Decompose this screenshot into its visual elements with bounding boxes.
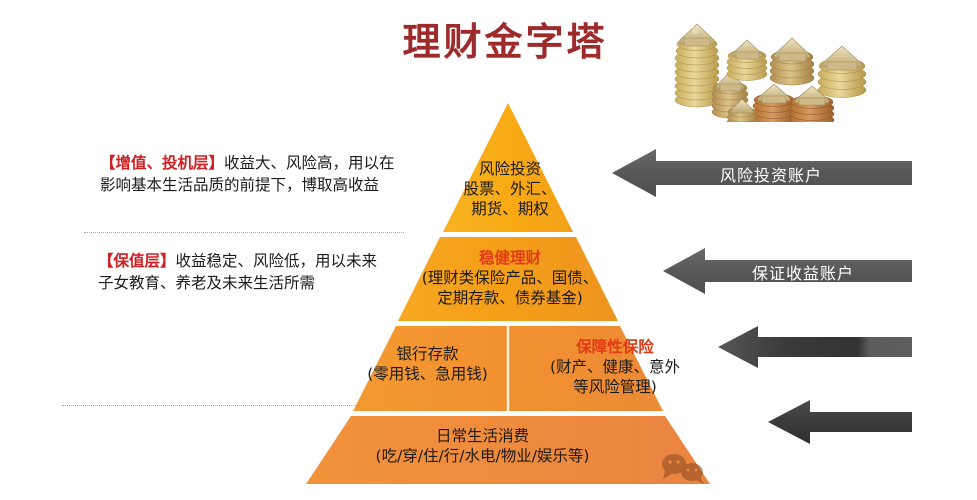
financial-pyramid-graphic [240,96,785,491]
arrow-guaranteed-income-label: 保证收益账户 [752,264,855,283]
arrow-fourth [768,398,912,446]
arrow-guaranteed-income: 保证收益账户 [663,245,912,297]
divider-dotted-lower [62,405,362,406]
arrow-risk-investment-label: 风险投资账户 [720,166,823,185]
wechat-logo-watermark [655,452,711,484]
divider-dotted-upper [84,232,404,233]
arrow-third [718,323,912,371]
annotation-speculation: 【增值、投机层】收益大、风险高，用以在影响基本生活品质的前提下，博取高收益 [100,152,400,196]
annotation-preservation-body: 收益稳定、风险低，用以未来子女教育、养老及未来生活所需 [98,252,378,292]
annotation-preservation-tag: 【保值层】 [98,252,176,270]
annotation-speculation-body: 收益大、风险高，用以在影响基本生活品质的前提下，博取高收益 [100,154,395,194]
page-title: 理财金字塔 [402,20,608,64]
coins-and-houses-photo [662,0,894,122]
annotation-preservation: 【保值层】收益稳定、风险低，用以未来子女教育、养老及未来生活所需 [98,250,388,294]
arrow-risk-investment: 风险投资账户 [612,145,912,201]
annotation-speculation-tag: 【增值、投机层】 [100,154,225,172]
